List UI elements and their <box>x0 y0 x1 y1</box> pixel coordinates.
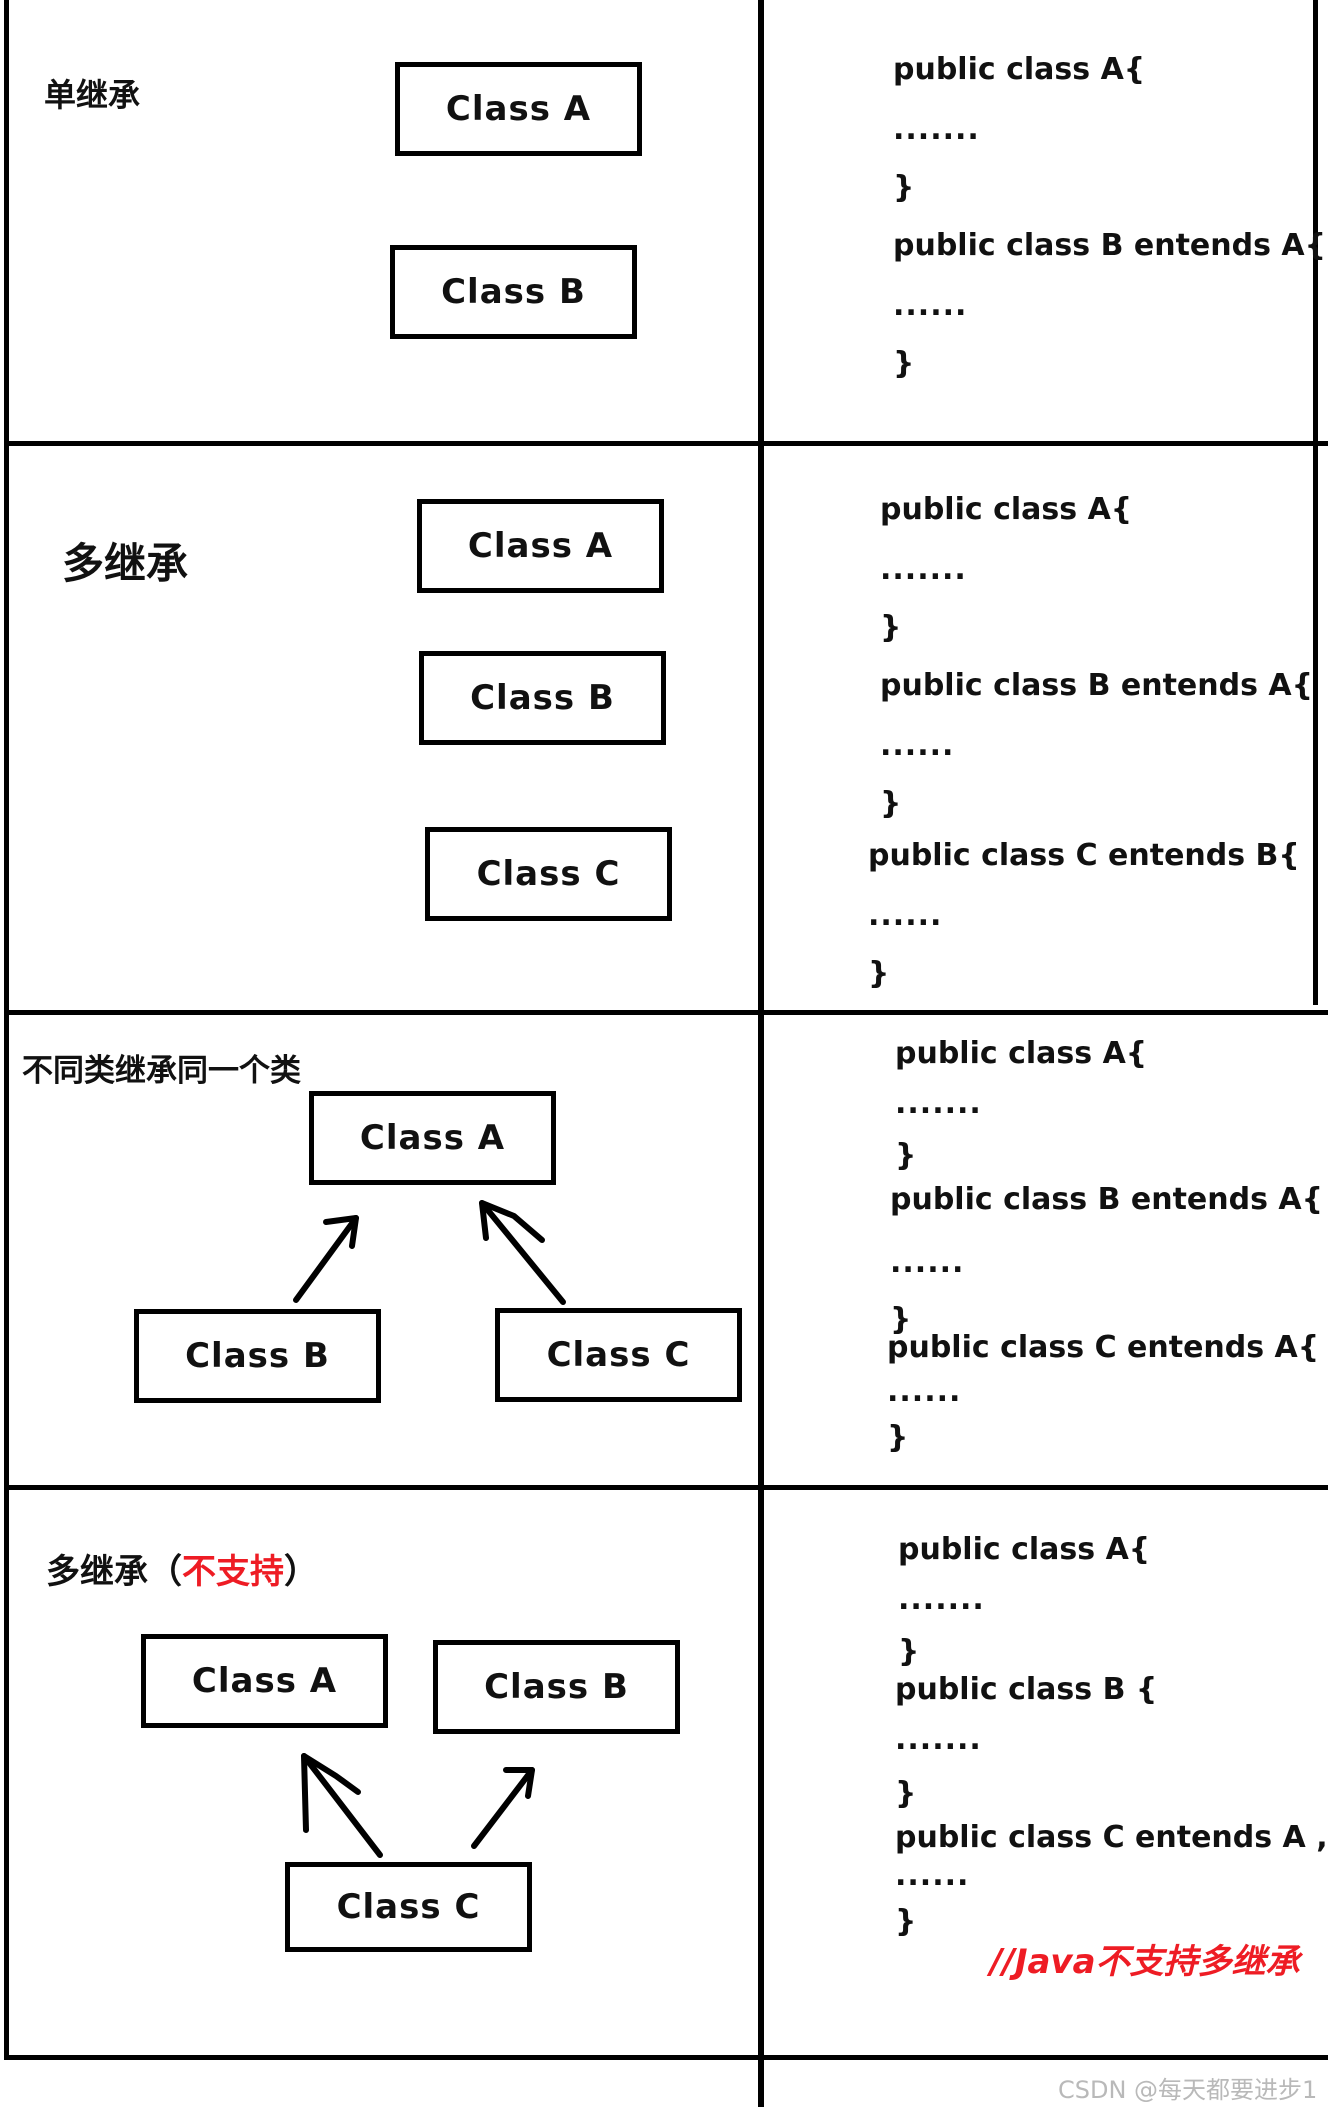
code-line: public class C entends B{ <box>868 838 1300 873</box>
class-c-box: Class C <box>495 1308 742 1402</box>
class-a-box: Class A <box>141 1634 388 1728</box>
section-4-title-prefix: 多继承（ <box>46 1552 182 1592</box>
arrowhead-icon <box>301 1753 361 1833</box>
code-ellipsis: ...... <box>868 898 943 933</box>
code-brace: } <box>895 1138 917 1173</box>
code-brace: } <box>890 1302 912 1337</box>
code-ellipsis: ....... <box>893 112 980 147</box>
class-a-box: Class A <box>417 499 664 593</box>
arrowhead-icon <box>323 1215 359 1249</box>
class-b-box: Class B <box>390 245 637 339</box>
code-brace: } <box>898 1634 920 1669</box>
code-brace: } <box>895 1904 917 1939</box>
code-ellipsis: ....... <box>895 1086 982 1121</box>
code-line: public class A{ <box>895 1036 1148 1071</box>
code-ellipsis: ....... <box>898 1582 985 1617</box>
unsupported-label: 不支持 <box>182 1552 284 1592</box>
column-divider <box>758 0 764 2107</box>
code-line: public class A{ <box>898 1532 1151 1567</box>
class-b-box: Class B <box>433 1640 680 1734</box>
class-b-box: Class B <box>134 1309 381 1403</box>
code-brace: } <box>893 346 915 381</box>
code-line: public class B entends A{ <box>893 228 1326 263</box>
arrowhead-icon <box>479 1200 545 1243</box>
class-c-box: Class C <box>285 1862 532 1952</box>
code-brace: } <box>895 1776 917 1811</box>
code-ellipsis: ...... <box>887 1374 962 1409</box>
watermark: CSDN @每天都要进步1 <box>1058 2076 1318 2104</box>
class-a-box: Class A <box>395 62 642 156</box>
code-ellipsis: ...... <box>893 288 968 323</box>
row-divider-2 <box>4 1010 1328 1015</box>
row-divider-1 <box>4 441 1328 446</box>
section-1-title: 单继承 <box>44 76 141 114</box>
class-c-box: Class C <box>425 827 672 921</box>
code-ellipsis: ...... <box>895 1858 970 1893</box>
class-b-box: Class B <box>419 651 666 745</box>
section-2-title: 多继承 <box>62 539 189 588</box>
code-line: public class B { <box>895 1672 1158 1707</box>
class-a-box: Class A <box>309 1091 556 1185</box>
code-line: public class A{ <box>880 492 1133 527</box>
code-line: public class C entends A{ <box>887 1330 1320 1365</box>
left-border <box>4 0 9 2060</box>
section-3-title: 不同类继承同一个类 <box>22 1053 301 1089</box>
arrow-c-to-a <box>479 1200 566 1305</box>
unsupported-note: //Java不支持多继承 <box>990 1942 1300 1982</box>
code-ellipsis: ....... <box>880 552 967 587</box>
code-line: public class B entends A{ <box>880 668 1313 703</box>
row-divider-3 <box>4 1485 1328 1490</box>
code-ellipsis: ....... <box>895 1722 982 1757</box>
code-brace: } <box>893 170 915 205</box>
code-line: public class C entends A ,B{ <box>895 1820 1328 1855</box>
arrowhead-icon <box>503 1767 535 1799</box>
row-divider-4 <box>4 2055 1328 2060</box>
right-border <box>1313 0 1318 1005</box>
code-brace: } <box>887 1420 909 1455</box>
arrow-c-to-a <box>301 1753 383 1858</box>
section-4-title: 多继承（不支持） <box>46 1544 318 1593</box>
code-line: public class B entends A{ <box>890 1182 1323 1217</box>
code-brace: } <box>880 786 902 821</box>
arrow-c-to-b <box>471 1767 535 1849</box>
code-line: public class A{ <box>893 52 1146 87</box>
arrow-b-to-a <box>293 1215 359 1303</box>
code-brace: } <box>880 610 902 645</box>
code-ellipsis: ...... <box>880 728 955 763</box>
code-ellipsis: ...... <box>890 1245 965 1280</box>
code-brace: } <box>868 956 890 991</box>
section-4-title-suffix: ） <box>284 1552 318 1592</box>
